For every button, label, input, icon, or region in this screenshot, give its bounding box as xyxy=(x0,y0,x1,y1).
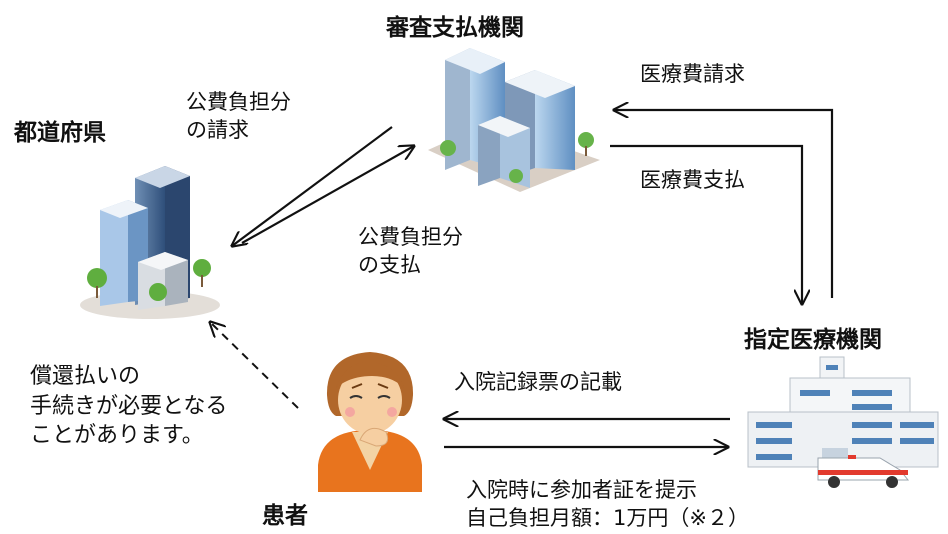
public-claim-label: 公費負担分 の請求 xyxy=(186,88,291,145)
arrow-public-payment xyxy=(232,126,393,246)
medical-payment-label: 医療費支払 xyxy=(640,168,745,192)
arrow-public-claim xyxy=(241,146,414,244)
prefecture-title: 都道府県 xyxy=(14,120,106,146)
reimbursement-line2: 手続きが必要となる xyxy=(30,393,228,419)
present-card-label: 入院時に参加者証を提示 自己負担月額：1万円（※２） xyxy=(466,476,749,533)
reimbursement-line1: 償還払いの xyxy=(30,364,141,389)
prefecture-building-icon xyxy=(80,166,220,319)
review-org-building-icon xyxy=(428,48,600,192)
admission-record-label: 入院記録票の記載 xyxy=(454,370,622,394)
reimbursement-note: 償還払いの 手続きが必要となる ことがあります。 xyxy=(30,362,227,451)
patient-illustration-icon xyxy=(318,352,422,492)
ambulance-icon xyxy=(817,455,910,488)
hospital-building-icon xyxy=(747,356,939,488)
review-org-title: 審査支払機関 xyxy=(386,15,524,41)
arrow-medical-claim xyxy=(614,110,834,298)
arrow-reimbursement-dashed xyxy=(210,322,299,409)
arrow-medical-payment xyxy=(610,144,802,304)
present-card-line: 入院時に参加者証を提示 xyxy=(466,478,697,502)
medical-claim-label: 医療費請求 xyxy=(640,62,745,86)
public-claim-line2: の請求 xyxy=(186,118,249,143)
public-payment-label: 公費負担分 の支払 xyxy=(358,223,463,280)
copay-line: 自己負担月額：1万円（※２） xyxy=(466,506,749,531)
public-claim-line1: 公費負担分 xyxy=(186,90,291,114)
reimbursement-line3: ことがあります。 xyxy=(30,423,204,449)
public-payment-line1: 公費負担分 xyxy=(358,225,463,249)
patient-title: 患者 xyxy=(262,503,308,529)
public-payment-line2: の支払 xyxy=(358,253,421,278)
hospital-title: 指定医療機関 xyxy=(744,327,882,353)
